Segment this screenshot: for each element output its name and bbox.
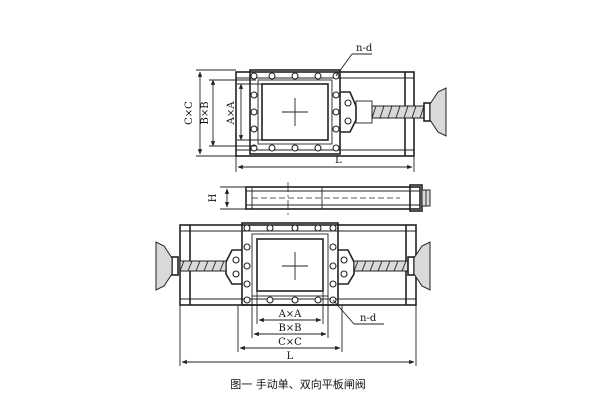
top-opening-inner [261, 83, 329, 141]
top-stem-guide [355, 100, 373, 124]
side-body [245, 186, 421, 210]
bottom-flange [241, 222, 339, 306]
bottom-view: n-d A×A B×B C×C L [155, 222, 431, 366]
side-h-label: H [208, 193, 219, 202]
bottom-stem-right [353, 260, 409, 272]
bottom-aa-label: A×A [278, 309, 303, 320]
top-cc-label: C×C [184, 101, 195, 125]
bottom-cc-label: C×C [278, 337, 302, 348]
top-nd-label: n-d [356, 43, 373, 54]
top-bb-label: B×B [200, 101, 211, 124]
figure-caption: 图一 手动单、双向平板闸阀 [230, 377, 366, 391]
top-view: n-d C×C B×B A×A L [184, 43, 447, 172]
top-bracket [340, 91, 357, 133]
side-handwheel [409, 184, 431, 212]
bottom-nd-label: n-d [360, 313, 377, 324]
bottom-l-label: L [287, 351, 294, 362]
top-bracket-bolt [344, 99, 352, 107]
bottom-bolts [243, 224, 337, 304]
bottom-stem-left [179, 260, 227, 272]
top-bracket-bolt [344, 117, 352, 125]
top-flange [249, 69, 341, 155]
top-l-label: L [335, 155, 342, 166]
bottom-opening [256, 238, 324, 292]
top-opening-outer [257, 79, 333, 145]
top-stem [371, 105, 425, 119]
top-bolts [250, 72, 340, 152]
bottom-handwheel-left [155, 241, 179, 291]
top-handwheel [423, 87, 447, 137]
bottom-bb-label: B×B [278, 323, 301, 334]
bottom-nd-leader [332, 299, 355, 325]
top-aa-label: A×A [226, 101, 237, 126]
top-nd-leader [335, 53, 353, 77]
side-view: H [208, 182, 431, 216]
bottom-handwheel-right [407, 241, 431, 291]
